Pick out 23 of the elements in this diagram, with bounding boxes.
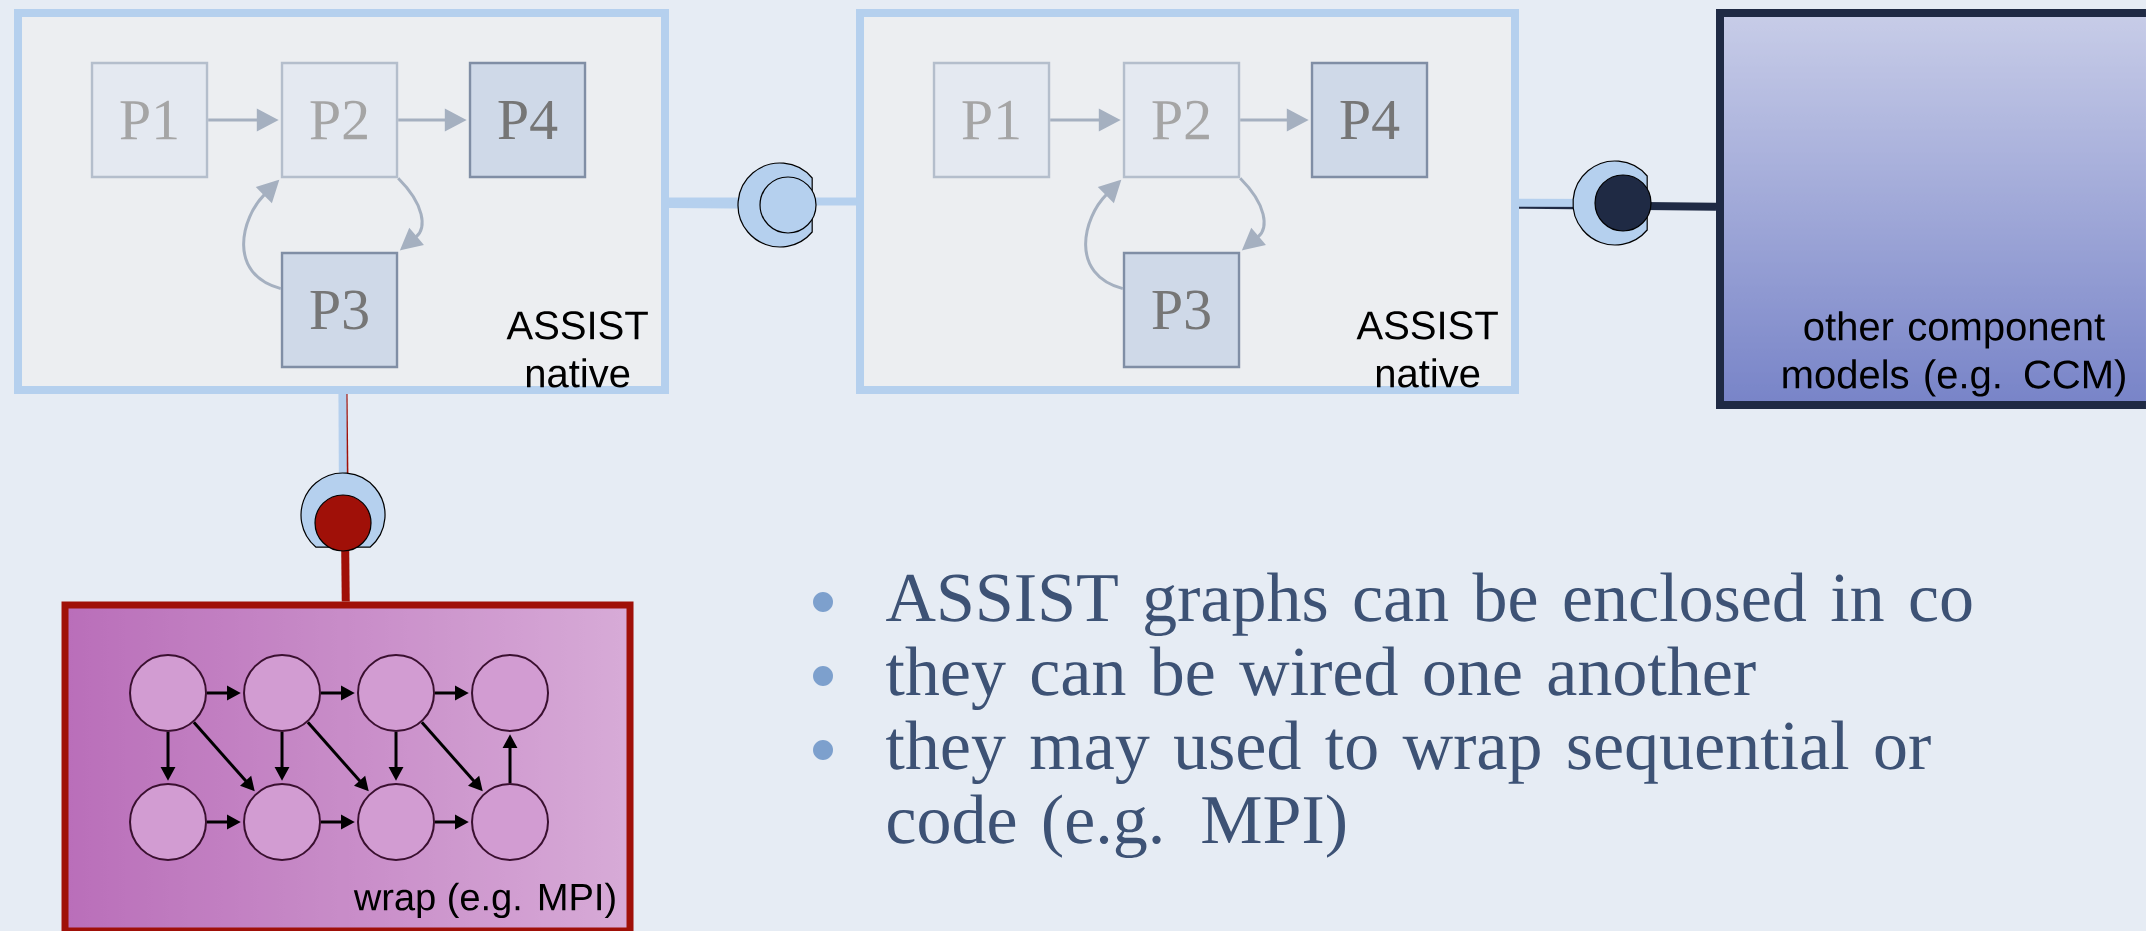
ball-and-socket-connector bbox=[668, 162, 856, 248]
graph-node-circle bbox=[357, 783, 435, 861]
graph-node-circle bbox=[243, 783, 321, 861]
process-box: P4 bbox=[1310, 61, 1429, 179]
process-box: P1 bbox=[932, 61, 1051, 179]
process-box: P1 bbox=[90, 61, 209, 179]
process-box: P2 bbox=[1122, 61, 1241, 179]
process-box: P3 bbox=[280, 251, 399, 369]
bullet-item: they may used to wrap sequential or code (e.g. MPI) bbox=[813, 720, 1931, 859]
graph-node-circle bbox=[471, 783, 549, 861]
process-box: P3 bbox=[1122, 251, 1241, 369]
bullet-item: ASSIST graphs can be enclosed in co bbox=[813, 572, 1972, 637]
graph-node-circle bbox=[243, 654, 321, 732]
component-box: other component models (e.g. CCM) bbox=[1716, 9, 2146, 409]
graph-node-circle bbox=[129, 654, 207, 732]
process-box: P4 bbox=[468, 61, 587, 179]
bullet-item: they can be wired one another bbox=[813, 646, 1756, 711]
ball-and-socket-connector bbox=[300, 393, 386, 602]
process-box: P2 bbox=[280, 61, 399, 179]
graph-node-circle bbox=[357, 654, 435, 732]
graph-node-circle bbox=[129, 783, 207, 861]
ball-and-socket-connector bbox=[1518, 160, 1717, 246]
graph-node-circle bbox=[471, 654, 549, 732]
